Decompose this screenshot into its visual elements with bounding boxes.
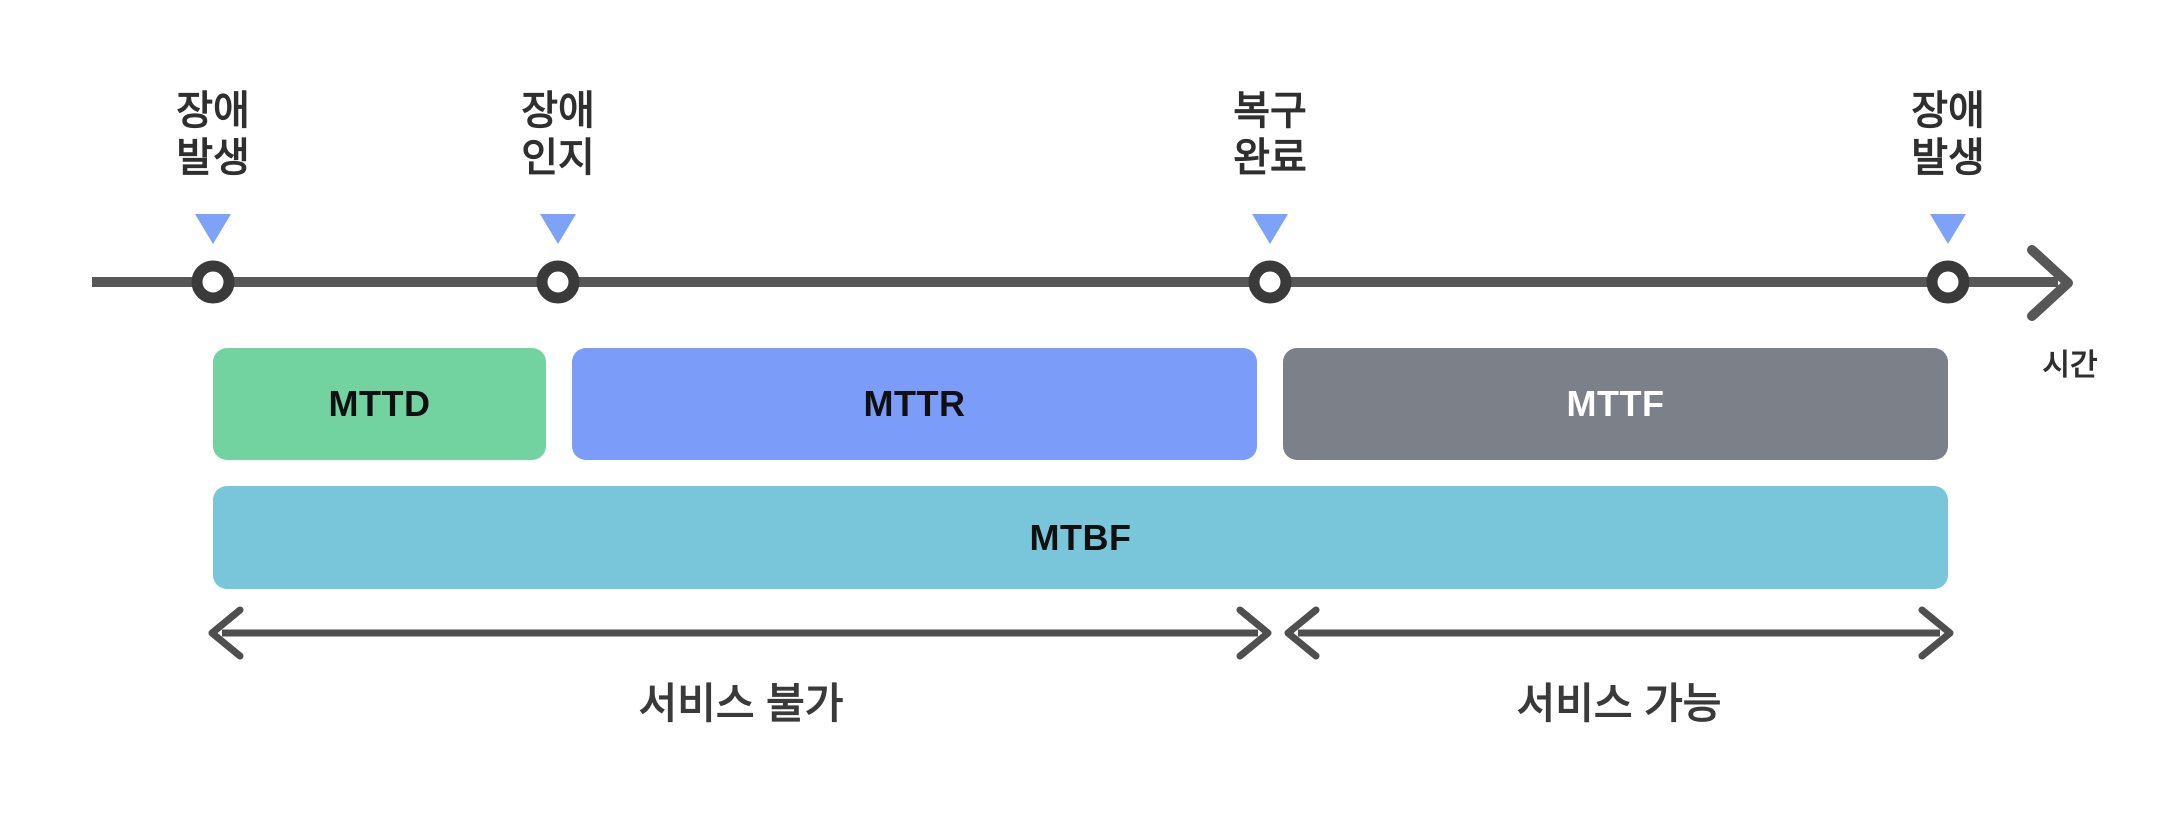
service-available-label: 서비스 가능: [1516, 680, 1722, 727]
milestone-label-failure-detected: 장애 인지: [521, 88, 595, 182]
milestone-marker: [1248, 260, 1292, 304]
span-arrow-left-chevron-icon: [208, 606, 244, 660]
mttr-bar: MTTR: [572, 348, 1257, 460]
milestone-label-line: 복구: [1233, 89, 1307, 133]
milestone-label-failure-recur: 장애 발생: [1911, 88, 1985, 182]
milestone-marker: [536, 260, 580, 304]
milestone-label-line: 발생: [1911, 136, 1985, 180]
milestone-pointer-icon: [540, 214, 576, 244]
milestone-marker: [191, 260, 235, 304]
milestone-label-recovery-complete: 복구 완료: [1233, 88, 1307, 182]
mttf-bar-label: MTTF: [1566, 383, 1665, 424]
milestone-label-line: 장애: [521, 89, 595, 133]
mttf-bar: MTTF: [1283, 348, 1948, 460]
milestone-pointer-icon: [195, 214, 231, 244]
timeline-arrowhead-icon: [2027, 245, 2073, 321]
milestone-label-line: 장애: [176, 89, 250, 133]
mtbf-bar: MTBF: [213, 486, 1948, 589]
milestone-marker: [1926, 260, 1970, 304]
span-arrow-available: [1284, 606, 1954, 660]
milestone-pointer-icon: [1930, 214, 1966, 244]
milestone-pointer-icon: [1252, 214, 1288, 244]
span-arrow-right-chevron-icon: [1236, 606, 1272, 660]
span-arrow-unavailable: [208, 606, 1272, 660]
mttr-bar-label: MTTR: [863, 383, 966, 424]
milestone-label-line: 발생: [176, 136, 250, 180]
span-arrow-left-chevron-icon: [1284, 606, 1320, 660]
time-axis-label: 시간: [2042, 349, 2098, 382]
mttd-bar: MTTD: [213, 348, 546, 460]
milestone-label-line: 장애: [1911, 89, 1985, 133]
milestone-label-failure-start: 장애 발생: [176, 88, 250, 182]
span-arrow-right-chevron-icon: [1918, 606, 1954, 660]
milestone-label-line: 완료: [1233, 136, 1307, 180]
service-unavailable-label: 서비스 불가: [638, 680, 844, 727]
mtbf-bar-label: MTBF: [1029, 516, 1132, 558]
milestone-label-line: 인지: [521, 136, 595, 180]
mttd-bar-label: MTTD: [328, 383, 431, 424]
